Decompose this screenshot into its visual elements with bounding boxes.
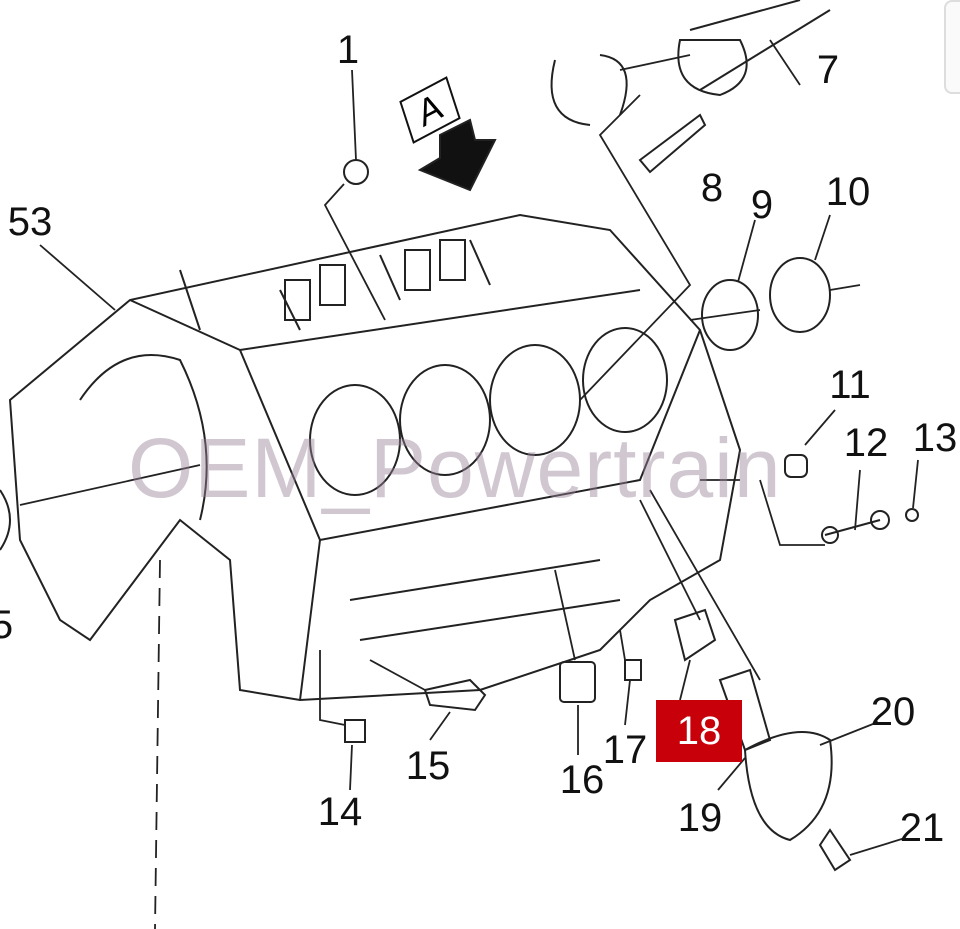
- callout-14: 14: [317, 790, 363, 834]
- callout-18-highlighted: 18: [656, 700, 742, 762]
- callout-9: 9: [750, 183, 774, 227]
- callout-7: 7: [816, 48, 840, 92]
- engine-block: [8, 213, 742, 702]
- callout-13: 13: [912, 416, 958, 460]
- leader-lines: [19, 39, 919, 929]
- callout-21: 21: [899, 806, 945, 850]
- callout-1: 1: [336, 28, 360, 72]
- callout-17: 17: [602, 728, 648, 772]
- callout-15: 15: [405, 744, 451, 788]
- callout-12: 12: [843, 421, 889, 465]
- watermark: OEM_Powertrain: [128, 421, 782, 515]
- callout-20: 20: [870, 690, 916, 734]
- view-arrow: [417, 118, 497, 192]
- callout-53: 53: [7, 200, 53, 244]
- callout-16: 16: [559, 758, 605, 802]
- parts: [0, 0, 919, 872]
- callout-11: 11: [829, 363, 871, 407]
- callout-19: 19: [677, 796, 723, 840]
- scroll-handle[interactable]: [944, 0, 960, 94]
- callout-10: 10: [825, 170, 871, 214]
- callout-5: 5: [0, 603, 14, 647]
- callout-8: 8: [700, 166, 724, 210]
